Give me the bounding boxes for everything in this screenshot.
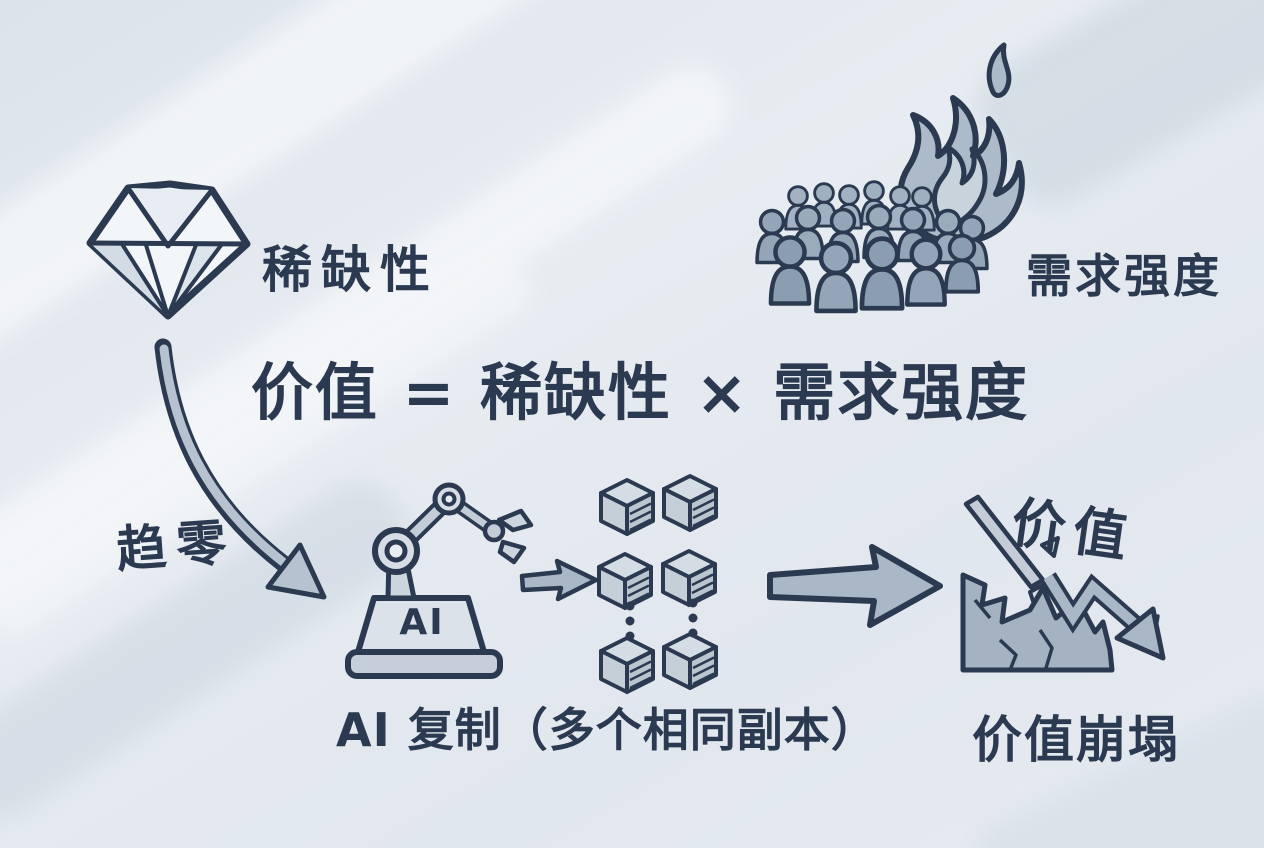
- ai-base-label: AI: [399, 602, 445, 643]
- value-formula: 价值 = 稀缺性 × 需求强度: [250, 356, 1030, 429]
- copies-cubes-icon: [597, 474, 718, 694]
- to-zero-label: 趋零: [114, 512, 239, 580]
- value-label: 价值: [1007, 490, 1140, 571]
- ai-copy-caption: AI 复制（多个相同副本）: [336, 703, 878, 757]
- curved-down-arrow-icon: [154, 338, 327, 600]
- robot-arm-icon: [345, 482, 534, 679]
- collapsing-rocks-icon: [960, 572, 1115, 673]
- ellipsis-dots-icon: [625, 598, 698, 641]
- scarcity-label: 稀缺性: [262, 241, 439, 299]
- diamond-icon: [86, 180, 251, 320]
- flame-icon: [897, 42, 1025, 245]
- arrow-right-icon: [519, 558, 599, 602]
- demand-label: 需求强度: [1026, 249, 1222, 303]
- zigzag-down-arrow-icon: [1040, 572, 1166, 661]
- value-collapse-caption: 价值崩塌: [972, 711, 1180, 769]
- big-right-arrow-icon: [767, 544, 943, 628]
